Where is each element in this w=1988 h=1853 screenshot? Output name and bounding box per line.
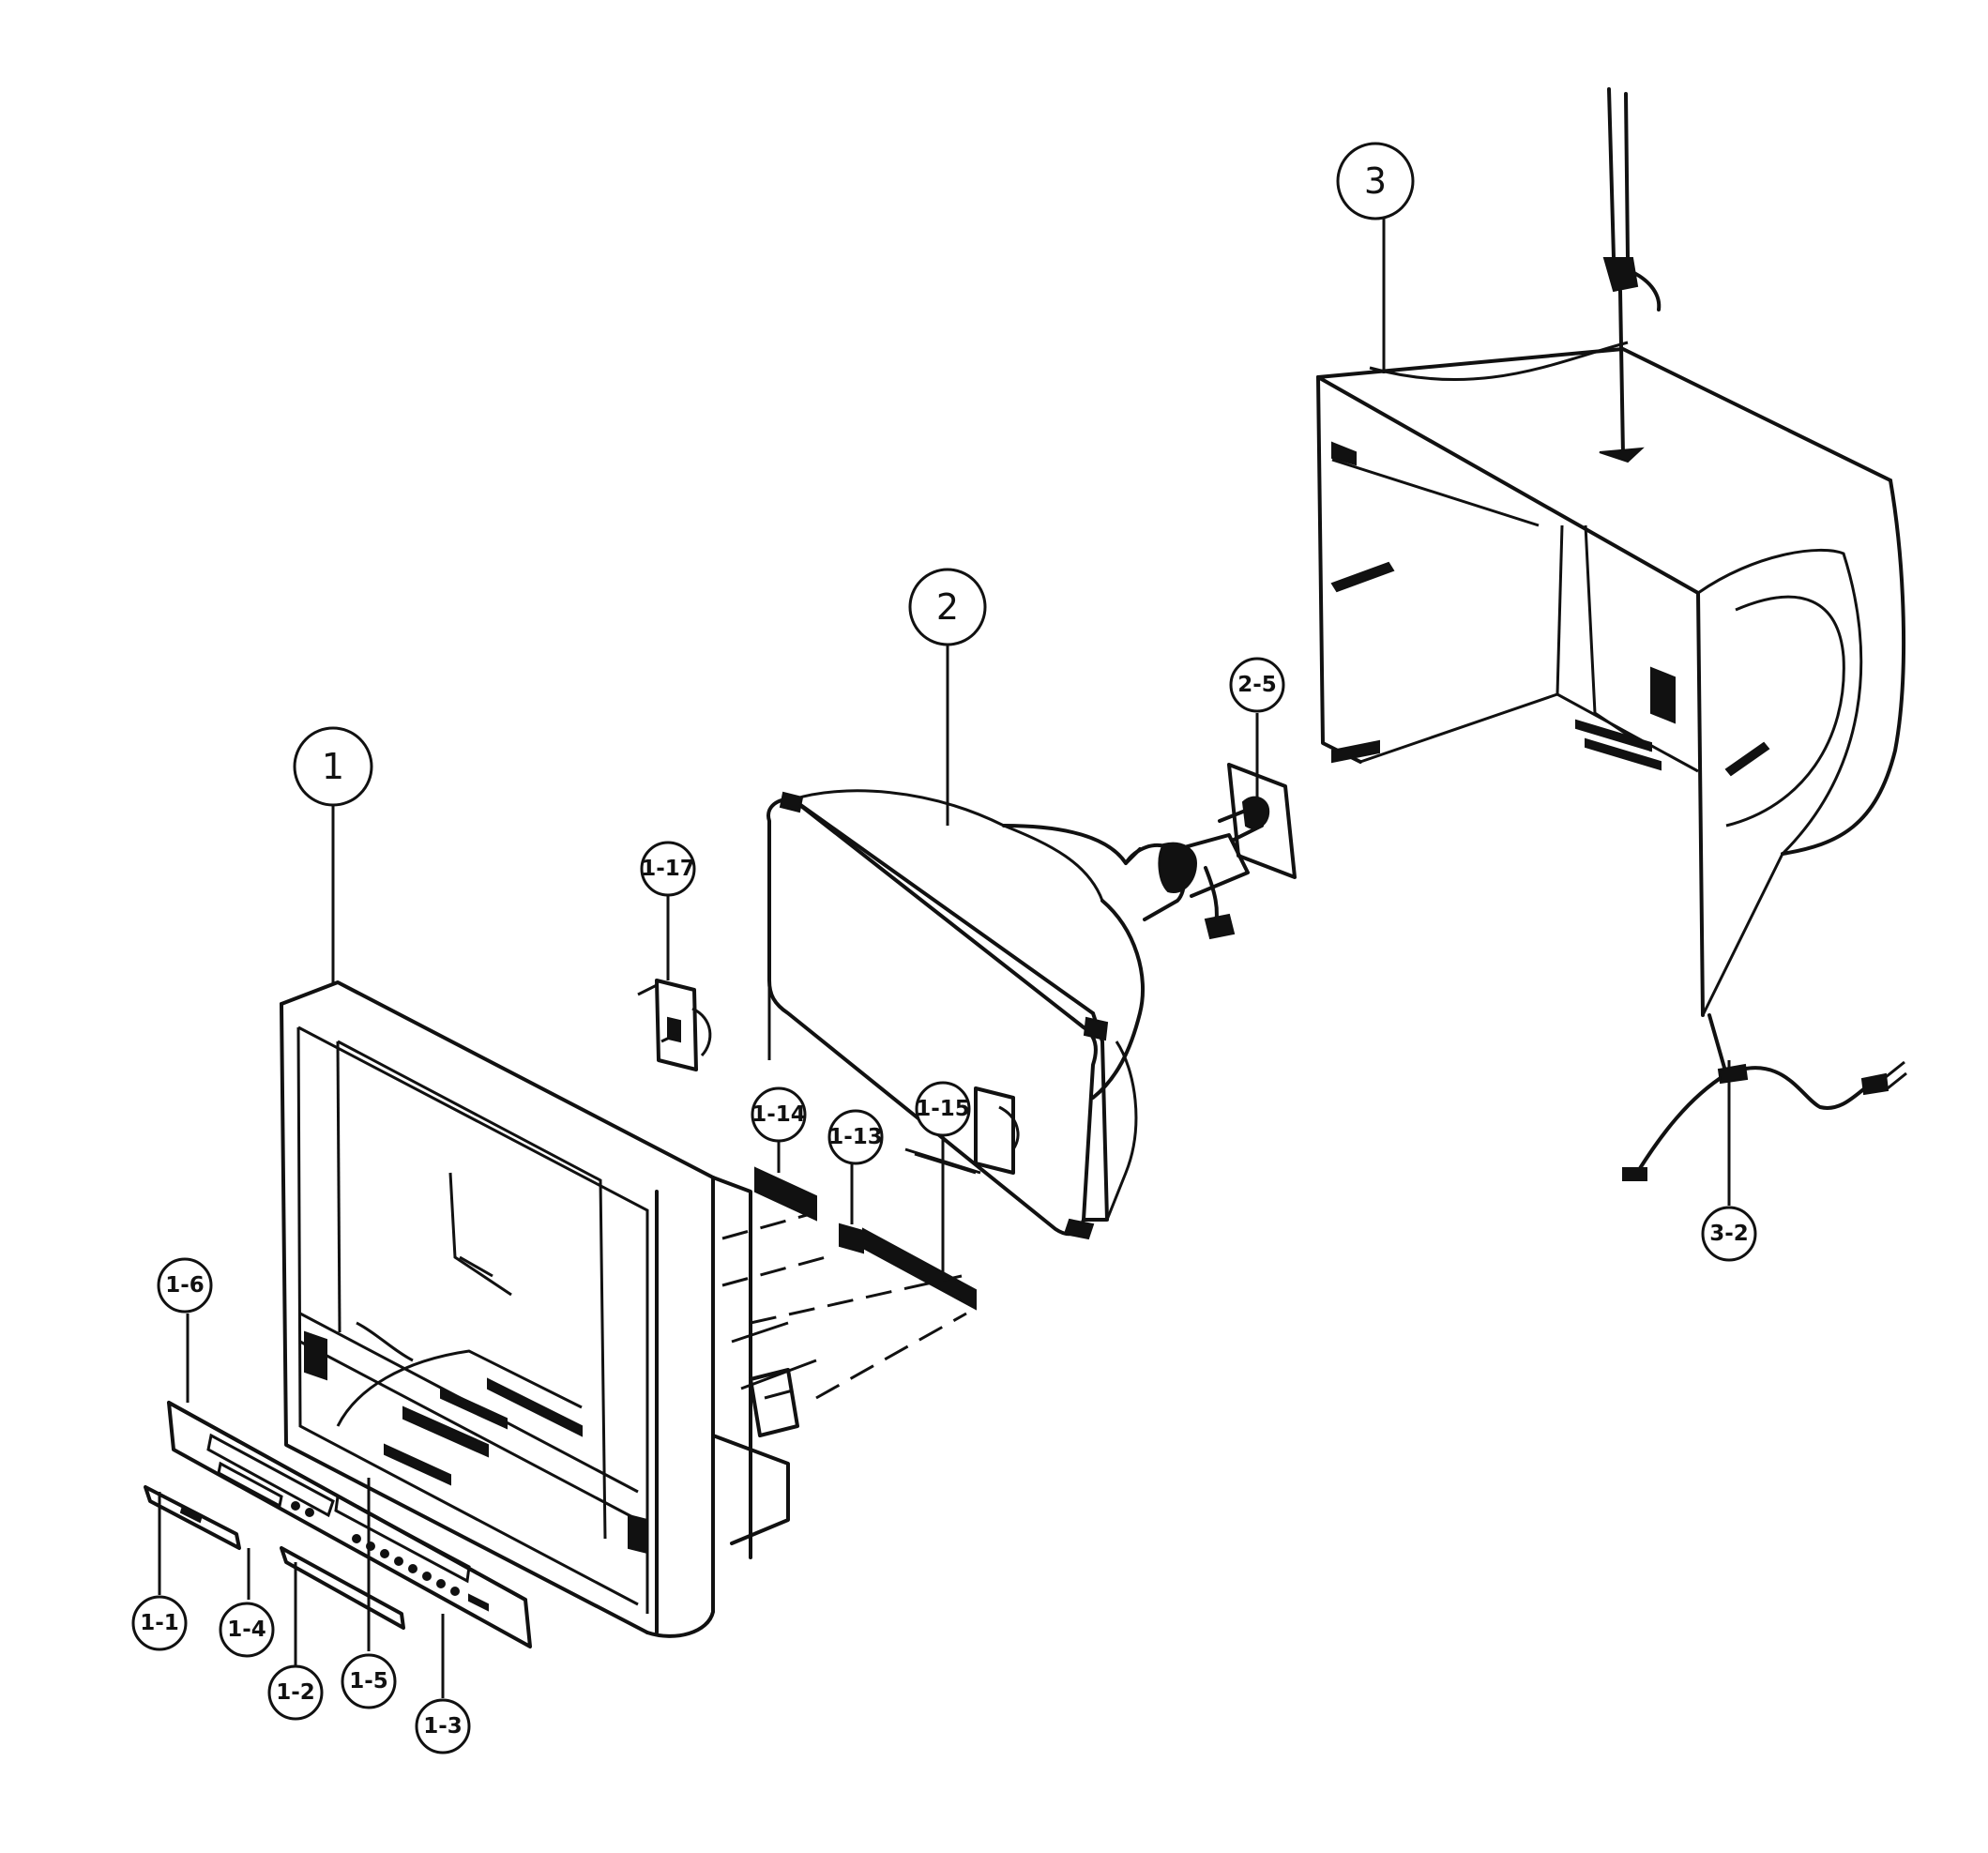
svg-text:2: 2 xyxy=(936,586,959,628)
control-panel-bezel-drawing xyxy=(167,1314,532,1648)
svg-text:1-5: 1-5 xyxy=(349,1669,388,1694)
svg-text:1-6: 1-6 xyxy=(165,1273,205,1298)
svg-text:1-1: 1-1 xyxy=(140,1611,179,1635)
svg-text:1-2: 1-2 xyxy=(276,1680,315,1705)
svg-text:3-2: 3-2 xyxy=(1709,1222,1749,1246)
callout-part-1-14: 1-14 xyxy=(751,1086,807,1143)
callout-part-1-6: 1-6 xyxy=(157,1257,213,1314)
yoke-plate-drawing xyxy=(1218,713,1297,879)
svg-text:1-4: 1-4 xyxy=(227,1618,266,1642)
svg-text:1-3: 1-3 xyxy=(423,1714,463,1739)
callout-part-1-1: 1-1 xyxy=(131,1595,188,1651)
callout-part-1-17: 1-17 xyxy=(640,841,696,897)
rear-cabinet-drawing xyxy=(1316,87,1907,1206)
callout-part-1-5: 1-5 xyxy=(341,1653,397,1709)
callout-part-1-3: 1-3 xyxy=(415,1698,471,1754)
callout-part-2-5: 2-5 xyxy=(1229,657,1285,713)
rail-1-15-drawing xyxy=(750,1135,977,1400)
svg-text:1-14: 1-14 xyxy=(751,1102,806,1127)
callout-part-1-2: 1-2 xyxy=(267,1664,324,1721)
speaker-bracket-drawing xyxy=(637,896,712,1071)
callout-part-2: 2 xyxy=(908,568,987,646)
front-cabinet-drawing xyxy=(280,805,817,1638)
svg-text:1-15: 1-15 xyxy=(916,1097,970,1121)
clip-1-14-drawing xyxy=(721,1140,827,1287)
svg-text:1-13: 1-13 xyxy=(828,1125,883,1149)
callout-part-3-2: 3-2 xyxy=(1701,1206,1757,1262)
callout-part-1: 1 xyxy=(293,726,373,807)
bracket-1-2-drawing xyxy=(280,1546,405,1630)
svg-text:1-17: 1-17 xyxy=(641,857,695,881)
svg-text:1: 1 xyxy=(322,746,344,787)
svg-text:2-5: 2-5 xyxy=(1237,673,1277,697)
callout-part-1-13: 1-13 xyxy=(827,1109,884,1165)
callout-part-3: 3 xyxy=(1336,142,1415,220)
callout-part-1-15: 1-15 xyxy=(915,1081,971,1137)
callout-part-1-4: 1-4 xyxy=(219,1602,275,1658)
door-part-drawing xyxy=(144,1485,241,1550)
crt-tube-drawing xyxy=(766,638,1264,1240)
svg-text:3: 3 xyxy=(1364,160,1387,202)
